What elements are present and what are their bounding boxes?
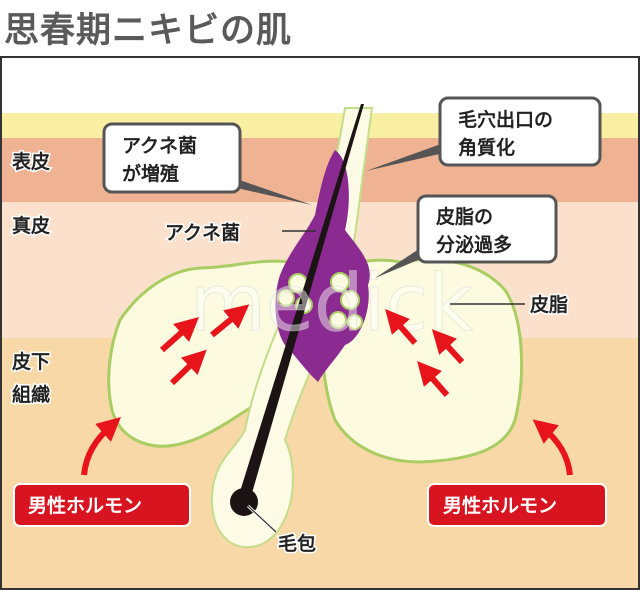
svg-text:男性ホルモン: 男性ホルモン [28,494,142,517]
callout-sebum-excess: 皮脂の 分泌過多 [375,194,558,278]
curved-arrow-icon [532,419,573,476]
badge-male-hormone-left: 男性ホルモン [13,483,191,527]
svg-text:角質化: 角質化 [458,136,515,159]
label-epidermis: 表皮 [12,150,50,173]
label-acne-bacteria: アクネ菌 [165,221,240,244]
svg-text:分泌過多: 分泌過多 [436,233,512,256]
svg-text:が増殖: が増殖 [122,162,179,185]
arrow-icon [210,304,250,338]
watermark: medick [190,259,473,349]
arrow-icon [385,308,418,345]
diagram-frame [0,56,640,590]
label-subcutaneous-2: 組織 [12,383,50,406]
label-dermis: 真皮 [12,214,50,237]
svg-text:男性ホルモン: 男性ホルモン [443,494,557,517]
callout-pore-keratinization: 毛穴出口の 角質化 [366,96,602,171]
svg-text:皮脂の: 皮脂の [436,205,493,228]
label-subcutaneous-1: 皮下 [12,350,50,373]
hormone-arrows [81,304,573,476]
arrow-icon [160,317,199,353]
hair-shaft [238,104,364,500]
callout-acne-bacteria-growth: アクネ菌 が増殖 [102,122,312,205]
svg-text:アクネ菌: アクネ菌 [122,134,197,157]
badge-male-hormone-right: 男性ホルモン [427,483,607,527]
curved-arrow-icon [81,417,121,476]
sebum-droplets [277,272,363,330]
label-hair-follicle: 毛包 [278,532,316,555]
page-title: 思春期ニキビの肌 [4,11,293,51]
label-sebum: 皮脂 [530,293,568,316]
arrow-icon [431,329,465,365]
arrow-icon [417,360,450,397]
arrow-icon [169,349,207,386]
svg-text:毛穴出口の: 毛穴出口の [458,108,553,131]
